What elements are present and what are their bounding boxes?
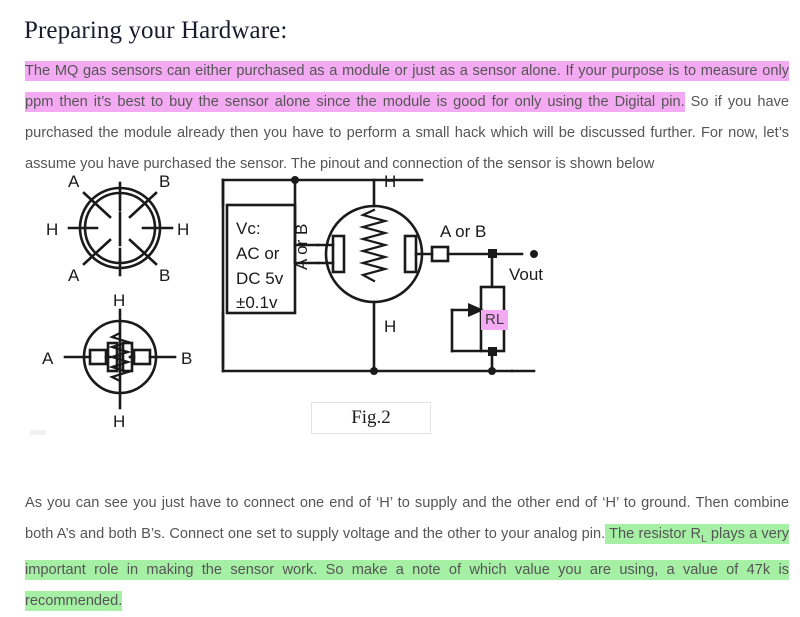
pinout-top-view	[67, 181, 174, 277]
source-label-line-1: Vc:	[236, 219, 261, 238]
closing-highlight-subscript: L	[701, 533, 707, 545]
circuit-label-output-node: A or B	[440, 222, 486, 241]
pinout-top-label-a-top-left: A	[68, 172, 80, 191]
pinout-side-label-a-left: A	[42, 349, 54, 368]
circuit-label-heater-bottom: H	[384, 317, 396, 336]
pinout-side-label-h-top: H	[113, 291, 125, 310]
pinout-side-label-b-right: B	[181, 349, 192, 368]
circuit-diagram	[221, 176, 538, 375]
pinout-top-label-a-bottom-left: A	[68, 266, 80, 285]
pinout-side-view	[63, 308, 177, 410]
pinout-side-label-h-bottom: H	[113, 412, 125, 431]
page-title: Preparing your Hardware:	[24, 16, 288, 44]
pinout-top-label-h-right: H	[177, 220, 189, 239]
closing-highlight-lead: The resistor R	[605, 525, 702, 542]
sensor-figure-svg: A B H H A B H H A B Vc: AC or DC 5v ±0.1…	[42, 172, 543, 431]
pinout-top-label-b-bottom-right: B	[159, 266, 170, 285]
intro-plain-text: So if you have purchased the module alre…	[25, 93, 789, 172]
electrode-vertical-label: A or B	[292, 224, 311, 270]
closing-paragraph: As you can see you just have to connect …	[25, 488, 790, 617]
source-label-line-4: ±0.1v	[236, 293, 278, 312]
closing-plain-text: As you can see you just have to connect …	[25, 494, 789, 542]
load-resistor-label: RL	[481, 310, 509, 330]
intro-paragraph: The MQ gas sensors can either purchased …	[25, 56, 789, 180]
intro-highlighted-text: The MQ gas sensors can either purchased …	[25, 60, 789, 112]
figure-caption: Fig.2	[311, 402, 431, 434]
pinout-top-label-h-left: H	[46, 220, 58, 239]
circuit-label-vout: Vout	[509, 265, 543, 284]
circuit-label-heater-top: H	[384, 172, 396, 191]
sensor-figure: A B H H A B H H A B Vc: AC or DC 5v ±0.1…	[22, 165, 782, 455]
pinout-top-label-b-top-right: B	[159, 172, 170, 191]
source-label-line-2: AC or	[236, 244, 280, 263]
scan-artifact	[30, 430, 46, 435]
source-label-line-3: DC 5v	[236, 269, 284, 288]
